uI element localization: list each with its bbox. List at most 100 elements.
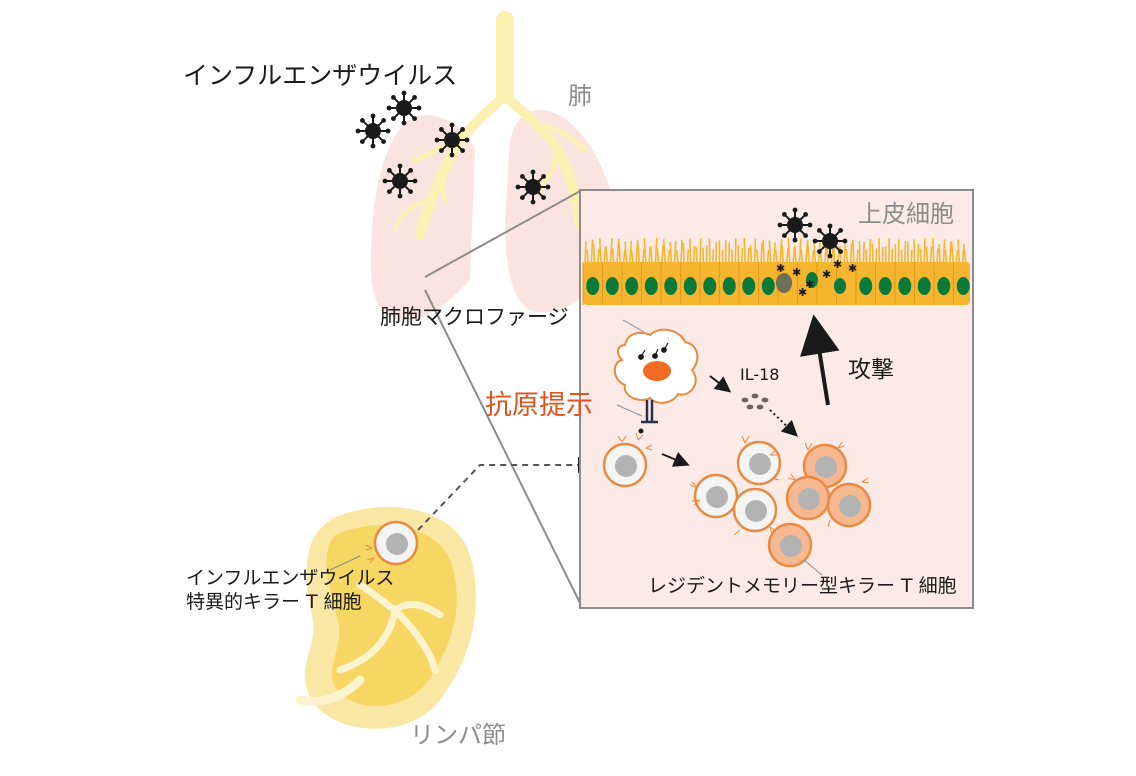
cilium [957,239,961,265]
cilium [931,238,935,265]
t-cell-cluster [602,440,782,533]
label-il18: IL-18 [740,365,780,384]
cilium [950,241,954,265]
cilium [629,240,633,265]
epithelial-nucleus [605,277,619,295]
cilium [813,240,817,265]
epithelial-nucleus [859,277,873,295]
epithelium: ✱✱✱✱✱✱✱ [582,237,970,305]
resident-memory-t-cells [767,443,872,576]
cilium [858,240,861,265]
label-attack: 攻撃 [848,357,894,383]
label-resident-memory-killer-t: レジデントメモリー型キラー T 細胞 [648,575,957,597]
cilium [743,237,746,265]
resident-t-cell [785,475,831,521]
infected-cell [806,272,818,288]
cilium [913,239,916,265]
cilium [603,246,607,265]
cilium [805,243,809,265]
cilium [654,237,658,265]
epithelial-nucleus [722,277,736,295]
cilium [845,248,849,265]
cilium [741,247,744,265]
label-lymph-node: リンパ節 [410,721,506,749]
cilium [680,239,683,265]
t-cell [736,440,782,486]
cilium [925,246,929,265]
cilium [919,248,922,265]
cilium [749,245,753,265]
cilium [686,249,690,265]
cilium [699,237,702,265]
cilium [865,249,868,265]
cilium [963,248,967,265]
virus-icon [433,121,471,159]
cilium [955,249,959,265]
migration-arrow [417,457,594,531]
cilium [637,243,641,265]
epithelial-nucleus [683,277,697,295]
cilium [693,245,696,265]
virus-icon [811,222,849,260]
epithelial-nucleus [703,277,717,295]
cilium [616,244,620,265]
virus-particle-icon: ✱ [798,286,807,299]
cilium [689,238,692,265]
zoom-lines [424,189,583,608]
virus-icon [776,206,814,244]
epithelial-nucleus [898,277,912,295]
attack-arrow [800,314,840,406]
cilium [938,244,941,265]
cilium [806,239,810,265]
virus-particle-icon: ✱ [776,262,785,275]
cilium [586,249,589,265]
cilium [787,237,791,265]
alveolar-macrophage-cell [613,319,699,434]
cilium [673,240,677,265]
virus-icon [354,112,392,150]
epithelial-nucleus [917,277,931,295]
epithelial-nucleus [956,277,970,295]
cilium [622,249,626,265]
cilium [961,243,965,265]
cilium [630,249,634,265]
cilium [747,247,750,265]
label-lung: 肺 [568,82,592,110]
epithelial-nucleus [937,277,951,295]
cilium [871,244,874,265]
cilium [944,249,948,265]
cilium [949,241,952,265]
cilium [598,238,602,265]
cilium [675,249,679,265]
cilium [781,244,785,265]
infected-cell [776,273,792,293]
cilium [936,248,939,265]
cilium [756,249,759,265]
cilium [849,243,853,265]
cilium [785,247,789,265]
specific-t-cell [329,520,419,571]
cilium [929,246,933,265]
virus-icon [381,162,419,200]
cilium [682,243,685,265]
virus-particle-icon: ✱ [833,258,842,271]
label-influenza-virus: インフルエンザウイルス [183,61,458,90]
cilium [917,243,920,265]
cilium [662,238,666,265]
cilium [656,248,660,265]
cilium [762,240,765,265]
cilium [779,238,783,265]
label-antigen-presentation: 抗原提示 [485,390,593,421]
cilium [811,249,815,265]
t-cell [693,473,739,519]
cilium [695,247,698,265]
virus-particle-icon: ✱ [822,268,831,281]
label-epithelial-cells: 上皮細胞 [858,200,954,228]
cilium [641,248,645,265]
cilium [669,242,673,265]
cilium [800,249,804,265]
epithelial-nucleus [664,277,678,295]
epithelial-nucleus [761,277,775,295]
cilium [609,238,613,265]
